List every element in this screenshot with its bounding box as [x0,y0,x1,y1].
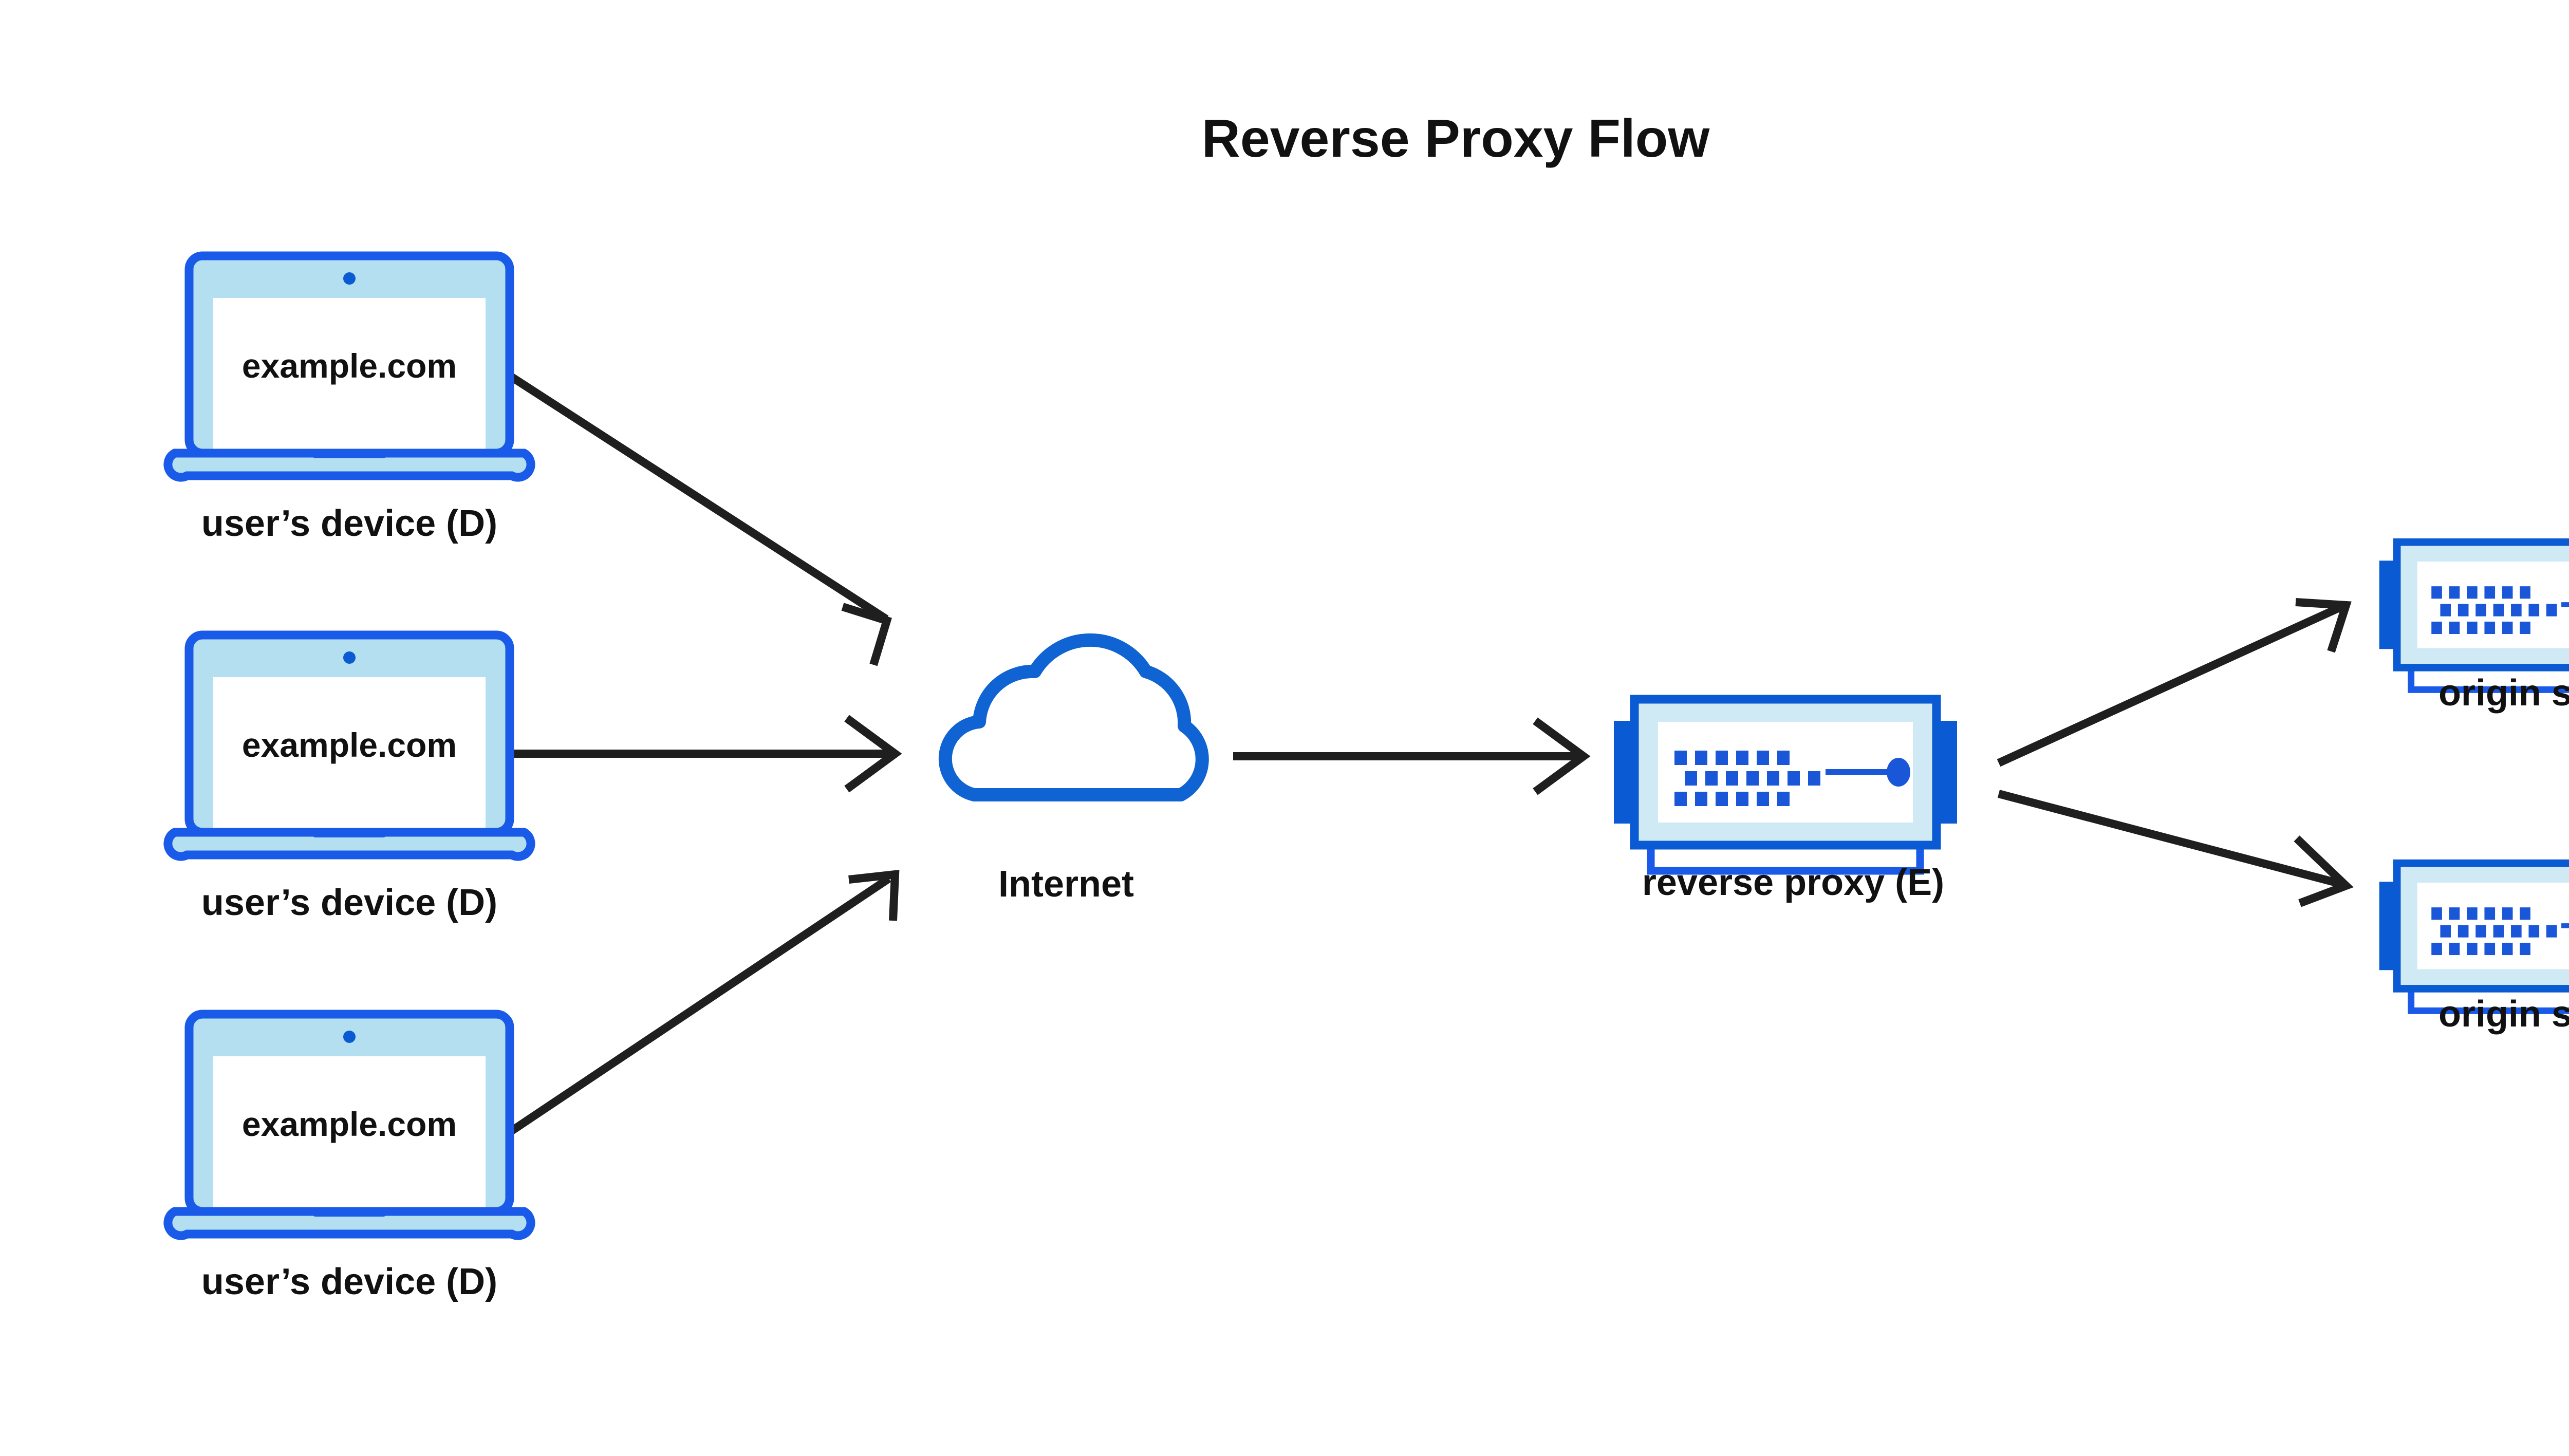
device-screen-url: example.com [242,347,457,385]
cloud-icon [945,640,1202,795]
arrow-proxy-to-origin-top [1997,598,2352,767]
device-label: user’s device (D) [201,1261,497,1302]
device-screen-url: example.com [242,1105,457,1143]
arrow-device-middle-to-internet [509,715,902,793]
origin-server-label: origin server (F) [2438,994,2569,1035]
page-title: Reverse Proxy Flow [1202,109,1710,169]
node-reverse-proxy[interactable]: reverse proxy (E) [1614,699,1957,903]
origin-server-label: origin server (F) [2438,673,2569,714]
reverse-proxy-label: reverse proxy (E) [1642,862,1944,903]
device-label: user’s device (D) [201,503,497,544]
server-icon [2379,863,2569,1011]
node-user-device-bottom[interactable]: example.com user’s device (D) [168,1014,531,1302]
node-internet[interactable]: Internet [945,640,1202,905]
node-origin-server-bottom[interactable]: origin server (F) [2379,863,2569,1035]
device-screen-url: example.com [242,726,457,764]
arrow-device-bottom-to-internet [506,870,900,1136]
connections-layer [506,371,2354,1136]
internet-label: Internet [998,864,1134,905]
node-user-device-top[interactable]: example.com user’s device (D) [168,256,531,544]
arrow-internet-to-proxy [1233,717,1591,795]
node-origin-server-top[interactable]: origin server (F) [2379,542,2569,714]
arrow-device-top-to-internet [506,371,892,666]
arrow-proxy-to-origin-bottom [1997,790,2354,907]
device-label: user’s device (D) [201,882,497,923]
server-icon [2379,542,2569,689]
server-icon [1614,699,1957,871]
node-user-device-middle[interactable]: example.com user’s device (D) [168,635,531,923]
